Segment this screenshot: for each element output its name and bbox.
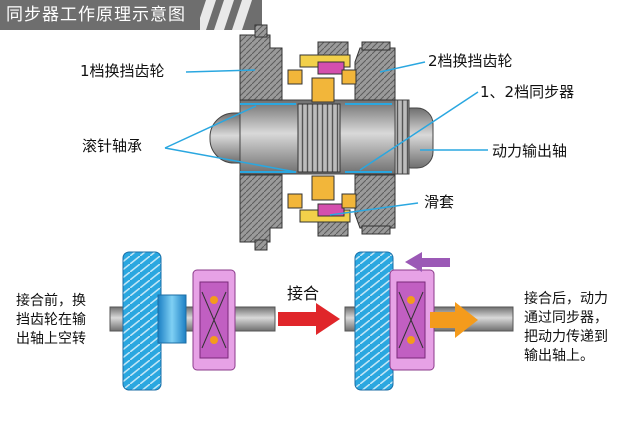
before-line-1: 接合前，换 (16, 293, 86, 309)
after-line-2: 通过同步器， (524, 310, 608, 326)
after-line-4: 输出轴上。 (524, 348, 594, 364)
spline-end (394, 99, 410, 175)
label-synchronizer: 1、2档同步器 (480, 83, 575, 101)
after-synchronizer (389, 269, 435, 371)
engage-arrow (278, 303, 340, 335)
after-line-1: 接合后，动力 (524, 291, 608, 307)
label-engage: 接合 (287, 284, 320, 303)
before-synchronizer (192, 269, 236, 371)
leader-lines (164, 61, 488, 216)
label-gear2: 2档换挡齿轮 (428, 52, 513, 70)
title-stripes-decoration (200, 0, 252, 30)
label-sleeve: 滑套 (424, 193, 455, 211)
after-gear-teeth (354, 251, 394, 391)
before-line-2: 挡齿轮在输 (16, 312, 86, 328)
after-engage-view (344, 251, 514, 391)
gear2-section (354, 41, 396, 235)
purple-shift-arrow (405, 252, 450, 272)
title-text: 同步器工作原理示意图 (6, 5, 186, 25)
label-output-shaft: 动力输出轴 (492, 142, 568, 160)
synchronizer-hub (287, 41, 357, 237)
gear1-section (239, 24, 283, 251)
after-line-3: 把动力传递到 (524, 329, 608, 345)
bearing-lines (240, 103, 392, 173)
label-gear1: 1档换挡齿轮 (80, 62, 165, 80)
before-gear-hub (157, 294, 187, 344)
orange-power-arrow (430, 302, 478, 338)
cross-section-view (209, 24, 434, 251)
before-engage-view (109, 251, 276, 391)
diagram-title: 同步器工作原理示意图 (0, 0, 262, 30)
label-needle-bearing: 滚针轴承 (82, 137, 143, 155)
needle-bearing (297, 103, 341, 173)
label-after-engage: 接合后，动力 通过同步器， 把动力传递到 输出轴上。 (524, 290, 636, 366)
label-before-engage: 接合前，换 挡齿轮在输 出轴上空转 (16, 292, 116, 349)
before-line-3: 出轴上空转 (16, 331, 86, 347)
before-gear-teeth (122, 251, 162, 391)
